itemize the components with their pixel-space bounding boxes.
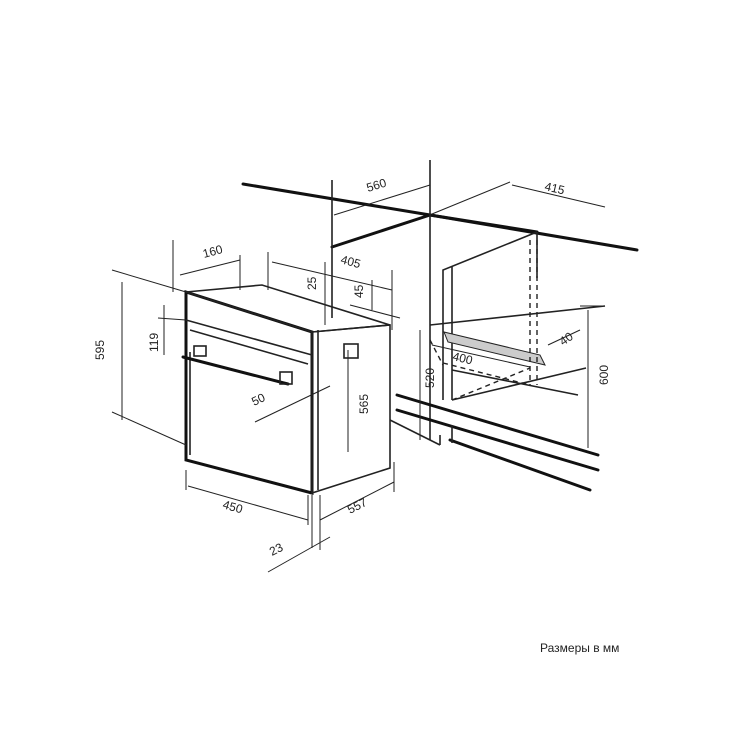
label-25: 25 bbox=[305, 276, 319, 290]
units-caption: Размеры в мм bbox=[540, 641, 620, 655]
dim-line-50 bbox=[254, 385, 331, 423]
oven-body bbox=[181, 284, 391, 495]
control-panel-divider bbox=[185, 319, 313, 356]
shelf-front bbox=[395, 393, 600, 457]
label-600: 600 bbox=[597, 365, 611, 385]
dim-line-23 bbox=[267, 536, 331, 573]
niche-floor-mid bbox=[451, 369, 579, 396]
cabinet-niche bbox=[241, 160, 639, 492]
label-557: 557 bbox=[345, 495, 369, 517]
handle-mount-right bbox=[279, 371, 293, 385]
dim-ext-45 bbox=[349, 304, 401, 319]
label-415: 415 bbox=[543, 179, 566, 197]
label-400: 400 bbox=[451, 349, 474, 367]
dim-line-415 bbox=[511, 184, 606, 208]
hidden-floor-left bbox=[442, 362, 531, 386]
countertop-front-edge bbox=[330, 213, 432, 249]
oven-right-side bbox=[311, 324, 391, 495]
dim-line-450 bbox=[187, 485, 309, 521]
oven-front-panel bbox=[184, 289, 314, 495]
label-450: 450 bbox=[221, 497, 244, 516]
dim-ext-595-bottom bbox=[111, 411, 187, 446]
hidden-corner bbox=[429, 339, 444, 366]
countertop-left-edge bbox=[241, 182, 432, 217]
shelf-base bbox=[448, 438, 592, 492]
label-520: 520 bbox=[423, 368, 437, 388]
countertop-top-edge bbox=[428, 213, 539, 234]
label-560: 560 bbox=[365, 176, 389, 195]
label-40: 40 bbox=[557, 329, 576, 348]
dim-ext-119 bbox=[157, 317, 187, 321]
dim-line-40 bbox=[547, 329, 581, 346]
label-45: 45 bbox=[352, 284, 366, 298]
dimension-lines bbox=[111, 181, 606, 573]
label-160: 160 bbox=[201, 242, 224, 261]
door-top-edge bbox=[189, 329, 309, 365]
label-595: 595 bbox=[93, 340, 107, 360]
mounting-bracket bbox=[343, 343, 359, 359]
niche-right-panel bbox=[442, 231, 538, 400]
shelf-front-lower bbox=[395, 408, 600, 472]
door-handle[interactable] bbox=[181, 355, 290, 386]
dim-ext-595-top bbox=[111, 269, 187, 293]
plinth-left bbox=[389, 419, 441, 446]
label-405: 405 bbox=[339, 252, 362, 271]
label-50: 50 bbox=[249, 390, 267, 408]
dim-line-160 bbox=[179, 259, 241, 276]
dim-line-400 bbox=[431, 344, 531, 368]
handle-mount-left bbox=[193, 345, 207, 357]
label-119: 119 bbox=[147, 333, 161, 352]
niche-inner-line bbox=[429, 305, 606, 326]
vent-opening bbox=[443, 331, 546, 366]
dim-ext-415 bbox=[431, 181, 511, 215]
dim-line-560 bbox=[333, 184, 431, 216]
label-565: 565 bbox=[357, 394, 371, 414]
dim-line-557 bbox=[319, 481, 395, 521]
label-23: 23 bbox=[267, 540, 286, 559]
